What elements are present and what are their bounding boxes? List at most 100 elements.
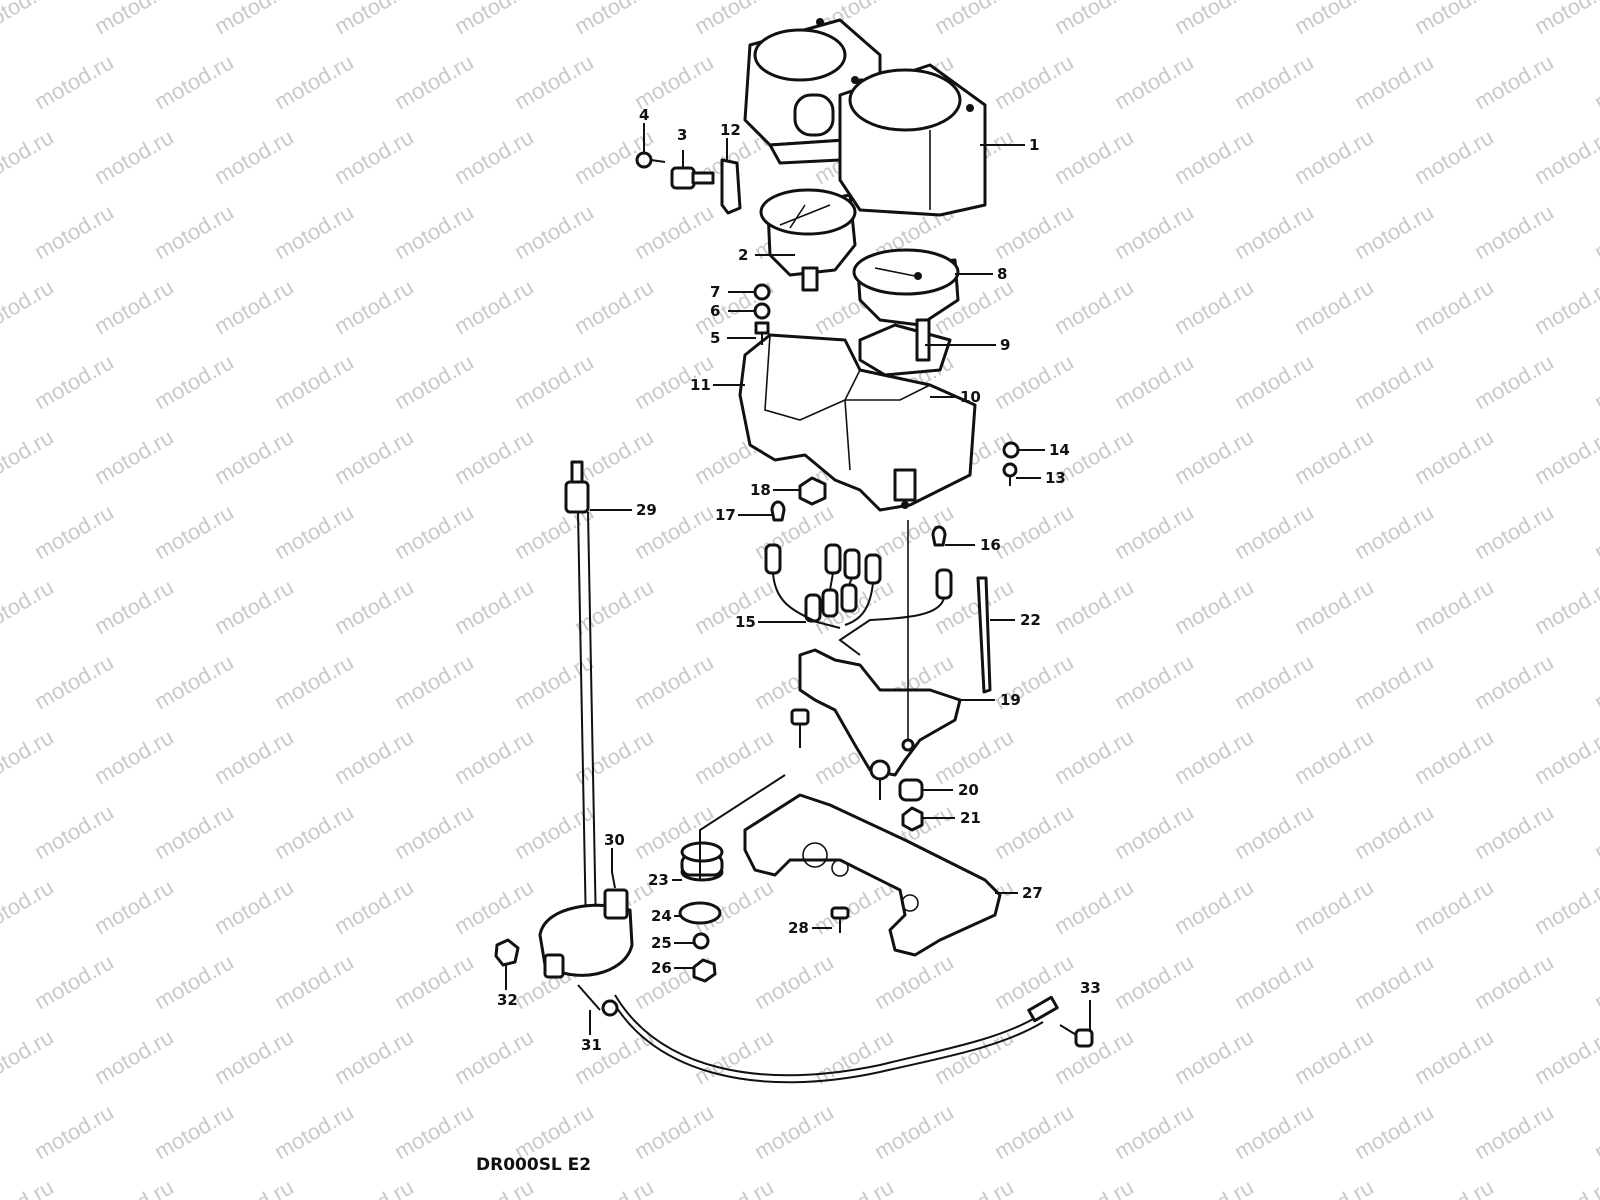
watermark-text: motod.ru: [330, 574, 418, 639]
watermark-text: motod.ru: [210, 874, 298, 939]
callout-10: 10: [960, 388, 981, 406]
watermark-text: motod.ru: [390, 199, 478, 264]
watermark-text: motod.ru: [1230, 349, 1318, 414]
watermark-text: motod.ru: [930, 1174, 1018, 1200]
watermark-text: motod.ru: [30, 499, 118, 564]
watermark-text: motod.ru: [990, 199, 1078, 264]
cable-tie-drawing: [976, 576, 992, 694]
watermark-text: motod.ru: [1290, 274, 1378, 339]
watermark-text: motod.ru: [0, 274, 58, 339]
callout-17: 17: [715, 506, 736, 524]
callout-29: 29: [636, 501, 657, 519]
watermark-text: motod.ru: [510, 49, 598, 114]
watermark-text: motod.ru: [0, 874, 58, 939]
watermark-text: motod.ru: [150, 1099, 238, 1164]
watermark-text: motod.ru: [1590, 649, 1600, 714]
watermark-text: motod.ru: [1590, 949, 1600, 1014]
bulb-drawing: [931, 525, 947, 547]
watermark-text: motod.ru: [1530, 874, 1600, 939]
watermark-text: motod.ru: [450, 124, 538, 189]
callout-2: 2: [738, 246, 748, 264]
watermark-text: motod.ru: [1470, 349, 1558, 414]
watermark-text: motod.ru: [990, 1099, 1078, 1164]
watermark-text: motod.ru: [1410, 874, 1498, 939]
watermark-text: motod.ru: [90, 874, 178, 939]
spring-washer-drawing: [692, 932, 710, 950]
watermark-text: motod.ru: [210, 0, 298, 39]
watermark-text: motod.ru: [390, 49, 478, 114]
watermark-text: motod.ru: [1590, 349, 1600, 414]
watermark-text: motod.ru: [1470, 949, 1558, 1014]
watermark-text: motod.ru: [270, 349, 358, 414]
watermark-text: motod.ru: [1230, 949, 1318, 1014]
watermark-text: motod.ru: [870, 1099, 958, 1164]
watermark-text: motod.ru: [1230, 799, 1318, 864]
watermark-text: motod.ru: [570, 574, 658, 639]
watermark-text: motod.ru: [0, 1024, 58, 1089]
watermark-text: motod.ru: [450, 0, 538, 39]
watermark-text: motod.ru: [390, 649, 478, 714]
watermark-text: motod.ru: [270, 1099, 358, 1164]
callout-3: 3: [677, 126, 687, 144]
watermark-text: motod.ru: [330, 1024, 418, 1089]
watermark-text: motod.ru: [1050, 274, 1138, 339]
grommet-drawing: [680, 841, 724, 882]
watermark-text: motod.ru: [750, 1099, 838, 1164]
callout-19: 19: [1000, 691, 1021, 709]
watermark-text: motod.ru: [150, 949, 238, 1014]
watermark-text: motod.ru: [1170, 724, 1258, 789]
watermark-text: motod.ru: [390, 799, 478, 864]
watermark-text: motod.ru: [810, 1024, 898, 1089]
nut-drawing: [798, 476, 827, 506]
watermark-text: motod.ru: [1350, 949, 1438, 1014]
callout-23: 23: [648, 871, 669, 889]
watermark-text: motod.ru: [1110, 799, 1198, 864]
watermark-text: motod.ru: [1530, 1174, 1600, 1200]
watermark-text: motod.ru: [750, 949, 838, 1014]
watermark-text: motod.ru: [0, 124, 58, 189]
watermark-text: motod.ru: [150, 349, 238, 414]
indicator-panel-drawing: [858, 323, 952, 377]
watermark-text: motod.ru: [1530, 1024, 1600, 1089]
watermark-text: motod.ru: [210, 1174, 298, 1200]
lock-washer-drawing: [753, 302, 771, 320]
lower-case-drawing: [738, 333, 977, 512]
watermark-text: motod.ru: [390, 1099, 478, 1164]
watermark-text: motod.ru: [1050, 1174, 1138, 1200]
watermark-text: motod.ru: [570, 1174, 658, 1200]
watermark-text: motod.ru: [270, 199, 358, 264]
callout-9: 9: [1000, 336, 1010, 354]
watermark-text: motod.ru: [1470, 649, 1558, 714]
watermark-text: motod.ru: [630, 49, 718, 114]
watermark-text: motod.ru: [1170, 124, 1258, 189]
watermark-text: motod.ru: [510, 649, 598, 714]
watermark-text: motod.ru: [330, 274, 418, 339]
watermark-text: motod.ru: [1590, 49, 1600, 114]
watermark-text: motod.ru: [210, 574, 298, 639]
speedometer-cable-drawing: [564, 460, 1059, 1084]
callout-15: 15: [735, 613, 756, 631]
watermark-text: motod.ru: [450, 1174, 538, 1200]
watermark-text: motod.ru: [30, 199, 118, 264]
callout-20: 20: [958, 781, 979, 799]
watermark-text: motod.ru: [90, 424, 178, 489]
watermark-text: motod.ru: [90, 124, 178, 189]
nut-drawing: [692, 958, 717, 983]
watermark-text: motod.ru: [1530, 574, 1600, 639]
callout-12: 12: [720, 121, 741, 139]
watermark-text: motod.ru: [1410, 424, 1498, 489]
callout-14: 14: [1049, 441, 1070, 459]
stud-drawing: [915, 318, 931, 362]
watermark-text: motod.ru: [570, 1024, 658, 1089]
watermark-text: motod.ru: [1350, 799, 1438, 864]
callout-1: 1: [1029, 136, 1039, 154]
watermark-text: motod.ru: [1290, 1024, 1378, 1089]
watermark-text: motod.ru: [570, 274, 658, 339]
watermark-text: motod.ru: [270, 799, 358, 864]
callout-13: 13: [1045, 469, 1066, 487]
watermark-text: motod.ru: [1050, 124, 1138, 189]
watermark-text: motod.ru: [1410, 1174, 1498, 1200]
watermark-text: motod.ru: [450, 1024, 538, 1089]
watermark-text: motod.ru: [1590, 499, 1600, 564]
watermark-text: motod.ru: [1470, 199, 1558, 264]
